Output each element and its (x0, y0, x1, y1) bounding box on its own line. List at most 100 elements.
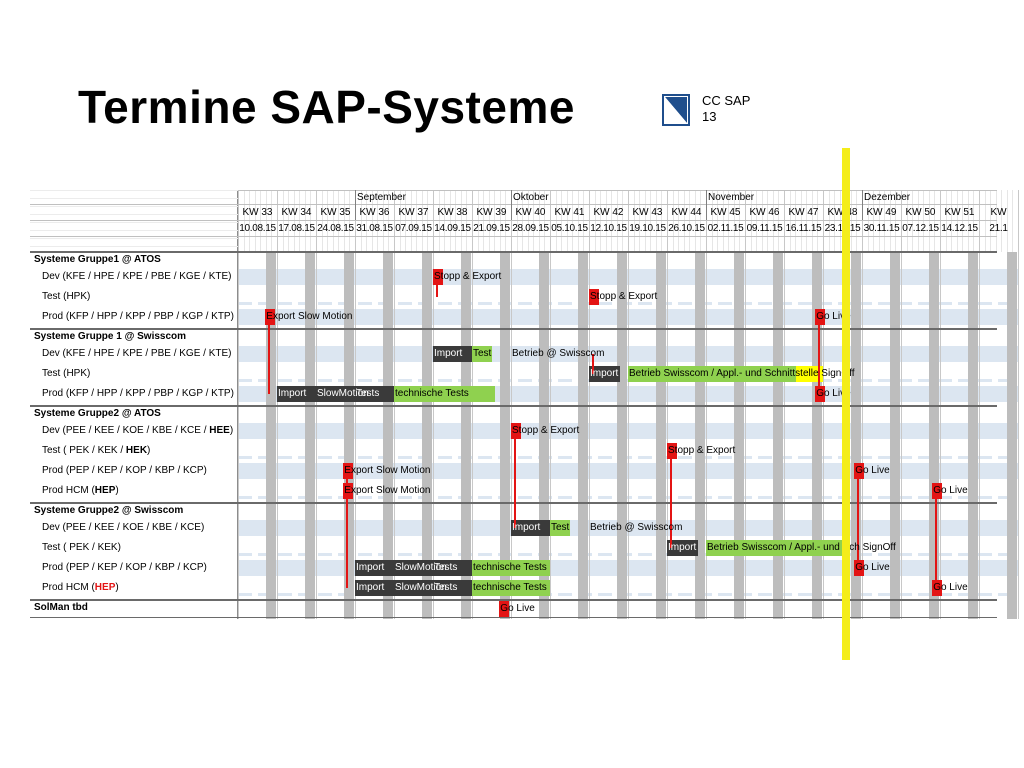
day-gridline (884, 190, 885, 252)
weekend-column (812, 252, 822, 619)
week-gridline (316, 190, 317, 619)
day-gridline (951, 190, 952, 252)
bar-label: Tests (434, 582, 458, 593)
logo-text: CC SAP 13 (702, 93, 750, 125)
bar-label: Go Live (855, 562, 890, 573)
day-gridline (906, 190, 908, 252)
day-gridline (789, 190, 791, 252)
row-label-part: ) (147, 445, 151, 456)
group-separator (30, 328, 997, 330)
bar-label: Test (473, 348, 492, 359)
group-separator (30, 251, 997, 253)
bar-label: Import (356, 582, 385, 593)
day-gridline (516, 190, 518, 252)
row-label-part: ) (229, 425, 234, 436)
header-rule (30, 204, 997, 205)
block-dark (355, 580, 472, 596)
date-label: 14.12.15 (941, 223, 978, 234)
day-gridline (561, 190, 562, 252)
row-label: Prod (PEP / KEP / KOP / KBP / KCP) (42, 561, 207, 575)
day-gridline (410, 190, 412, 252)
day-gridline (254, 190, 256, 252)
bar-label: technische Tests (395, 388, 469, 399)
row-label: Dev (KFE / HPE / KPE / PBE / KGE / KTE) (42, 270, 232, 284)
week-gridline (706, 190, 707, 619)
bar-label: Test (551, 522, 570, 533)
connector-line (935, 491, 938, 588)
label-gridline (30, 230, 238, 231)
date-label: 07.12.15 (902, 223, 939, 234)
row-label-part: Test ( PEK / KEK / (42, 445, 126, 456)
month-divider (706, 190, 707, 220)
week-gridline (238, 190, 239, 619)
day-gridline (611, 190, 612, 252)
milestone-marker (932, 580, 943, 596)
bar-label: Stopp & Export (668, 445, 736, 456)
day-gridline (850, 190, 852, 252)
row-label-part: ) (115, 485, 119, 496)
block-dark (277, 386, 394, 402)
day-gridline (310, 190, 311, 252)
day-gridline (293, 190, 295, 252)
row-label-part: Test (HPK) (42, 291, 91, 302)
day-gridline (1006, 190, 1008, 252)
day-gridline (382, 190, 384, 252)
row-label-part: Prod (KFP / HPP / KPP / PBP / KGP / KTP) (42, 311, 234, 322)
label-gridline (30, 238, 238, 239)
week-gridline (667, 190, 668, 619)
bar-label: Stopp & Export (590, 291, 658, 302)
row-label-part: HEP (94, 582, 116, 593)
row-label: Prod (KFP / HPP / KPP / PBP / KGP / KTP) (42, 387, 234, 401)
weekend-column (851, 252, 861, 619)
date-label: 31.08.15 (356, 223, 393, 234)
day-gridline (438, 190, 440, 252)
date-label: 30.11.15 (863, 223, 900, 234)
day-gridline (912, 190, 913, 252)
day-gridline (405, 190, 406, 252)
day-gridline (672, 190, 674, 252)
day-gridline (377, 190, 378, 252)
date-label: 10.08.15 (239, 223, 276, 234)
week-label: KW 37 (398, 207, 429, 218)
date-label: 14.09.15 (434, 223, 471, 234)
bar-label: Import (434, 348, 463, 359)
day-gridline (249, 190, 250, 252)
bar-label: Export Slow Motion (266, 311, 353, 322)
weekend-column (344, 252, 354, 619)
day-gridline (371, 190, 373, 252)
date-label: 17.08.15 (278, 223, 315, 234)
row-label-part: Prod (PEP / KEP / KOP / KBP / KCP) (42, 465, 207, 476)
day-gridline (772, 190, 774, 252)
label-gridline (30, 198, 238, 199)
bar-label: Stopp & Export (512, 425, 580, 436)
weekend-column (539, 252, 549, 619)
weekend-column (383, 252, 393, 619)
day-gridline (282, 190, 284, 252)
day-gridline (817, 190, 818, 252)
bar-label: Go Live (500, 603, 535, 614)
weekend-column (968, 252, 978, 619)
logo-line-2: 13 (702, 109, 717, 124)
header-rule (30, 190, 997, 191)
header-rule (30, 220, 997, 221)
date-label: 19.10.15 (629, 223, 666, 234)
day-gridline (934, 190, 935, 252)
day-gridline (895, 190, 896, 252)
day-gridline (962, 190, 963, 252)
block-green (472, 346, 492, 362)
day-gridline (449, 190, 451, 252)
week-label: KW (990, 207, 1007, 218)
weekend-column (695, 252, 705, 619)
bar-label: Tests (356, 388, 380, 399)
bar-label: SlowMotion (317, 388, 369, 399)
week-gridline (433, 190, 434, 619)
week-gridline (1018, 190, 1019, 619)
week-label: KW 43 (632, 207, 663, 218)
week-gridline (823, 190, 824, 619)
weekend-column (461, 252, 471, 619)
bar-label: Go Live (816, 311, 851, 322)
week-gridline (472, 190, 473, 619)
month-divider (862, 190, 863, 220)
date-label: 16.11.15 (785, 223, 822, 234)
